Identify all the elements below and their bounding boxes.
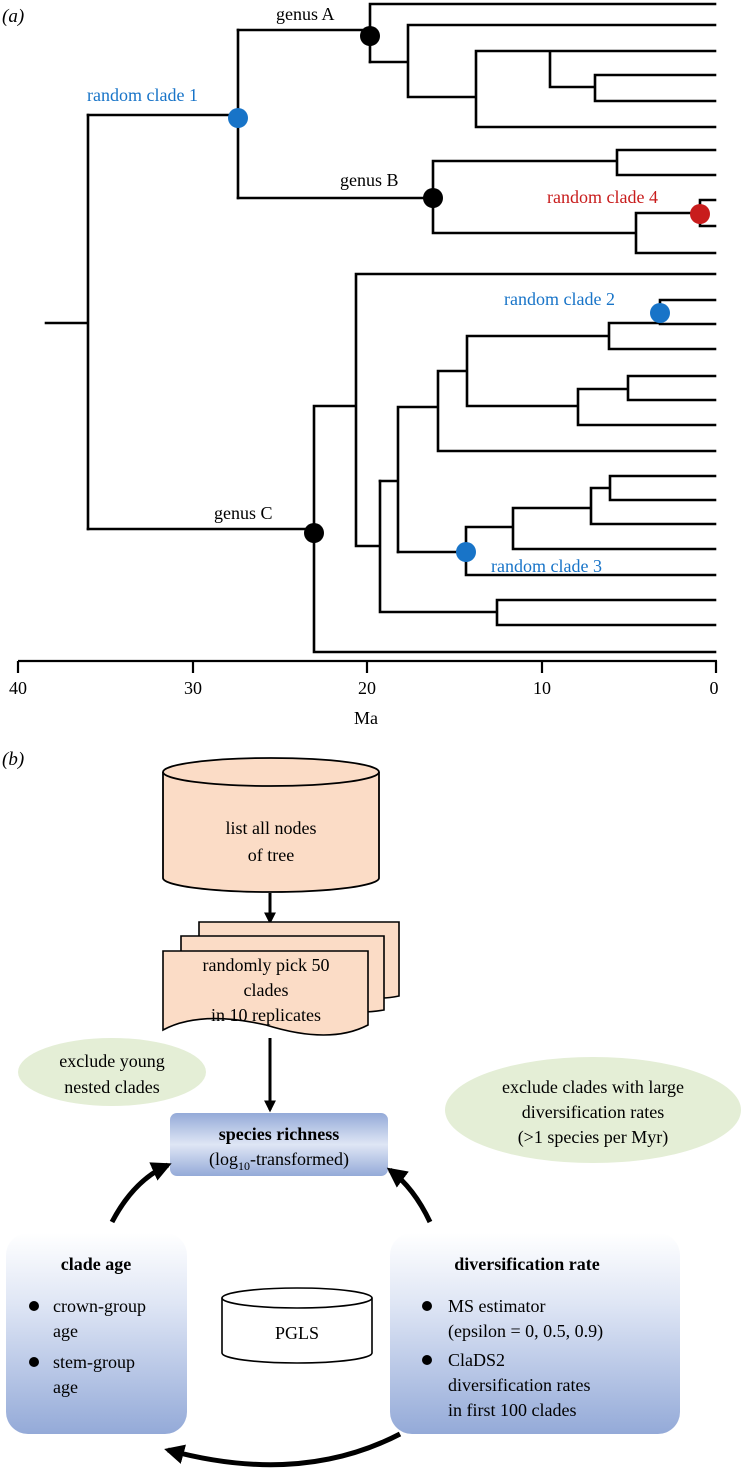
list-nodes-line2: of tree bbox=[248, 845, 294, 865]
clade-age-box: clade age crown-group age stem-group age bbox=[6, 1233, 187, 1434]
tree-branch-genus-c bbox=[86, 272, 717, 654]
node-random-clade-1 bbox=[228, 108, 248, 128]
tick-label-40: 40 bbox=[9, 678, 27, 698]
diversification-bullet-2 bbox=[422, 1355, 432, 1365]
tree-branch-clade1 bbox=[86, 28, 240, 200]
arrow-rate-to-richness bbox=[386, 1167, 433, 1224]
node-random-clade-2 bbox=[650, 303, 670, 323]
tick-label-0: 0 bbox=[710, 678, 719, 698]
species-richness-title: species richness bbox=[219, 1124, 340, 1144]
label-genus-b: genus B bbox=[340, 170, 399, 190]
clade-age-bullet-2 bbox=[29, 1357, 39, 1367]
label-random-clade-4: random clade 4 bbox=[547, 187, 658, 207]
diversification-title: diversification rate bbox=[454, 1254, 599, 1274]
label-random-clade-2: random clade 2 bbox=[504, 289, 615, 309]
arrow-rate-to-age bbox=[164, 1431, 402, 1468]
clade-age-bullet-1 bbox=[29, 1301, 39, 1311]
tree-branch-root bbox=[44, 113, 90, 531]
panel-b-label: (b) bbox=[2, 749, 24, 770]
tick-label-30: 30 bbox=[184, 678, 202, 698]
arrow-age-to-richness bbox=[109, 1162, 172, 1224]
axis-title: Ma bbox=[354, 708, 378, 728]
tick-label-10: 10 bbox=[533, 678, 551, 698]
node-genus-a bbox=[360, 26, 380, 46]
node-genus-b bbox=[423, 188, 443, 208]
label-genus-a: genus A bbox=[276, 4, 335, 24]
pick-clades-line2: clades bbox=[244, 980, 289, 1000]
diversification-item1-line1: MS estimator bbox=[448, 1296, 546, 1316]
clade-age-item2-line1: stem-group bbox=[53, 1352, 135, 1372]
pick-clades-line1: randomly pick 50 bbox=[203, 955, 330, 975]
node-random-clade-4 bbox=[690, 204, 710, 224]
diversification-bullet-1 bbox=[422, 1301, 432, 1311]
exclude-large-line2: diversification rates bbox=[522, 1102, 664, 1122]
exclude-large-ellipse: exclude clades with large diversificatio… bbox=[445, 1057, 741, 1163]
list-nodes-line1: list all nodes bbox=[226, 818, 317, 838]
label-random-clade-1: random clade 1 bbox=[87, 85, 198, 105]
exclude-young-line2: nested clades bbox=[64, 1077, 159, 1097]
diversification-item2-line2: diversification rates bbox=[448, 1375, 590, 1395]
pgls-label: PGLS bbox=[275, 1323, 319, 1343]
pgls-database: PGLS bbox=[221, 1287, 373, 1364]
clade-age-item1-line1: crown-group bbox=[53, 1296, 146, 1316]
label-random-clade-3: random clade 3 bbox=[491, 556, 602, 576]
diversification-item1-line2: (epsilon = 0, 0.5, 0.9) bbox=[448, 1321, 603, 1342]
species-richness-sub: (log10-transformed) bbox=[209, 1149, 349, 1173]
time-axis bbox=[16, 659, 718, 673]
node-genus-c bbox=[304, 523, 324, 543]
clade-age-item2-line2: age bbox=[53, 1377, 78, 1397]
node-random-clade-3 bbox=[456, 542, 476, 562]
clade-age-title: clade age bbox=[61, 1254, 131, 1274]
clade-age-item1-line2: age bbox=[53, 1321, 78, 1341]
exclude-young-line1: exclude young bbox=[59, 1051, 164, 1071]
diversification-item2-line3: in first 100 clades bbox=[448, 1400, 576, 1420]
list-nodes-database: list all nodes of tree bbox=[162, 757, 380, 893]
tick-label-20: 20 bbox=[358, 678, 376, 698]
diversification-rate-box: diversification rate MS estimator (epsil… bbox=[390, 1233, 680, 1434]
diversification-item2-line1: ClaDS2 bbox=[448, 1350, 505, 1370]
pick-clades-line3: in 10 replicates bbox=[211, 1005, 321, 1025]
exclude-young-ellipse: exclude young nested clades bbox=[18, 1038, 206, 1106]
species-richness-box: species richness (log10-transformed) bbox=[170, 1113, 388, 1176]
panel-a-label: (a) bbox=[2, 6, 24, 27]
exclude-large-line1: exclude clades with large bbox=[502, 1077, 684, 1097]
exclude-large-line3: (>1 species per Myr) bbox=[518, 1127, 669, 1148]
pick-clades-documents: randomly pick 50 clades in 10 replicates bbox=[162, 921, 400, 1036]
label-genus-c: genus C bbox=[214, 503, 273, 523]
